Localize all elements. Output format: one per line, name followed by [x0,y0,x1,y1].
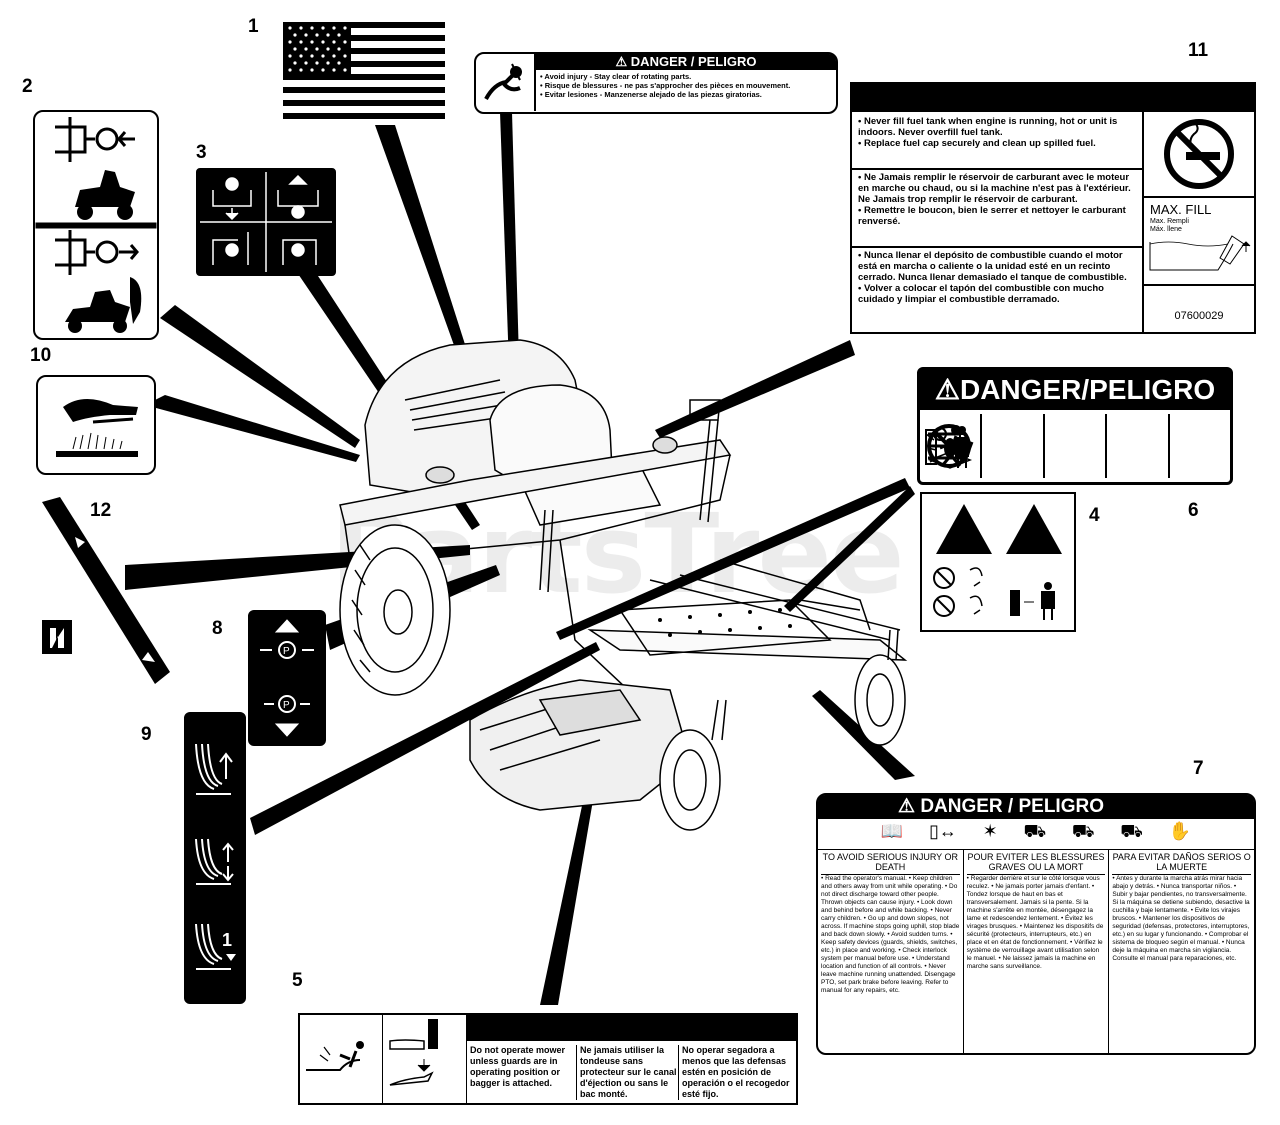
thrown-icon: ✶ [982,821,998,841]
decal-10-hot-surface [36,375,156,475]
leader-rotating [500,112,520,395]
svg-text:P: P [283,646,290,657]
fuel-en-1: • Replace fuel cap securely and clean up… [858,138,1096,149]
decal-6-icon-row [920,414,1230,478]
no-foot-icon [927,414,1230,478]
decal-12-n-symbol [42,620,72,654]
leader-1 [375,125,470,362]
decal-7-head-fr: POUR EVITER LES BLESSURES GRAVES OU LA M… [966,852,1106,875]
callout-6: 6 [1188,500,1199,521]
leader-lines [125,112,915,1005]
decal-7-text-es: • Antes y durante la marcha atrás mirar … [1112,875,1250,962]
mower-drawing [339,339,908,831]
decal-7-head-en: TO AVOID SERIOUS INJURY OR DEATH [821,852,960,875]
mowing-direction-icons [35,117,157,333]
max-fill-label: MAX. FILL [1150,202,1212,217]
leader-2 [160,305,360,448]
decal-rotating-parts: ⚠ DANGER / PELIGRO • Avoid injury - Stay… [474,52,838,114]
decal-flag [283,22,445,122]
leader-11 [655,340,855,438]
leader-6b [784,486,915,612]
rotating-line-fr: • Risque de blessures - ne pas s'approch… [540,81,791,90]
decal-6-title: ⚠DANGER/PELIGRO [920,370,1230,410]
manual-icon: 📖 [880,821,904,841]
callout-8: 8 [212,618,223,639]
callout-4: 4 [1089,505,1100,526]
decal-5-text-es: No operar segadora a menos que las defen… [678,1045,796,1100]
fuel-title-band [852,84,1254,112]
rotating-line-es: • Evitar lesiones - Manzenerse alejado d… [540,90,762,99]
hot-surface-icon [56,398,138,457]
decal-7-danger-text: ⚠ DANGER / PELIGRO 📖 ▯↔ ✶ ⛟ ⛟ ⛟ ✋ TO AVO… [816,793,1256,1055]
callout-9: 9 [141,724,152,745]
callout-2: 2 [22,76,33,97]
decal-6-danger-pictograms: ⚠DANGER/PELIGRO [917,367,1233,485]
mower-icon: ⛟ [1023,821,1047,841]
fuel-fr-0: • Ne Jamais remplir le réservoir de carb… [858,172,1131,205]
keep-distance-icon [925,414,1108,478]
decal-7-columns: TO AVOID SERIOUS INJURY OR DEATH • Read … [818,849,1255,1053]
callout-5: 5 [292,970,303,991]
decal-12-lever-strip [30,492,175,692]
decal-8-park-brake: P P [248,610,326,746]
decal-5-band [466,1015,796,1041]
decal-4-rotating-blade [920,492,1076,632]
slope-icon: ⛟ [1071,821,1095,841]
callout-11: 11 [1188,40,1209,61]
fuel-fill-level-icon [1148,234,1252,274]
hand-blade-icon: ✋ [1168,821,1192,841]
decal-11-fuel-warning: • Never fill fuel tank when engine is ru… [850,82,1256,334]
leader-6a [556,478,910,640]
callout-7: 7 [1193,758,1204,779]
decal-7-col-en: TO AVOID SERIOUS INJURY OR DEATH • Read … [818,849,964,1053]
decal-2-mowing-direction [33,110,159,340]
decal-5-text-fr: Ne jamais utiliser la tondeuse sans prot… [576,1045,678,1100]
callout-1: 1 [248,16,259,37]
fuel-fr-1: • Remettre le boucon, bien le serrer et … [858,205,1126,227]
leader-10 [145,395,360,462]
callout-10: 10 [30,345,52,366]
no-smoking-icon [1144,112,1254,198]
discharge-objects-icon [300,1015,383,1103]
svg-text:1: 1 [222,930,232,950]
decal-5-text-en: Do not operate mower unless guards are i… [470,1045,566,1088]
decal-5-guard-warning: Do not operate mower unless guards are i… [298,1013,798,1105]
fuel-part-number: 07600029 [1174,310,1224,322]
rotating-hand-icon [476,54,536,111]
svg-text:P: P [283,700,290,711]
fuel-es-1: • Volver a colocar el tapón del combusti… [858,283,1104,305]
fuel-es-block: • Nunca llenar el depósito de combustibl… [858,250,1138,305]
decal-9-deck-height: 1 [184,712,246,1004]
decal-7-title: ⚠ DANGER / PELIGRO [818,795,1254,819]
guard-positions-icon [384,1015,467,1103]
decal-7-head-es: PARA EVITAR DAÑOS SERIOS O LA MUERTE [1112,852,1252,875]
callout-12: 12 [90,500,112,521]
decal-7-text-fr: • Regarder derrière et sur le côté lorsq… [966,875,1104,970]
fuel-fr-block: • Ne Jamais remplir le réservoir de carb… [858,172,1138,227]
decal-7-col-es: PARA EVITAR DAÑOS SERIOS O LA MUERTE • A… [1109,849,1255,1053]
callout-3: 3 [196,142,207,163]
rotating-line-en: • Avoid injury - Stay clear of rotating … [540,72,692,81]
decal-7-icon-row: 📖 ▯↔ ✶ ⛟ ⛟ ⛟ ✋ [868,821,1204,847]
decal-7-text-en: • Read the operator's manual. • Keep chi… [821,875,960,994]
blade-warning-icons [933,504,1062,620]
fuel-en-block: • Never fill fuel tank when engine is ru… [858,116,1138,149]
thrown-objects-icon [925,414,1045,478]
distance-icon: ▯↔ [929,821,957,841]
fuel-es-0: • Nunca llenar el depósito de combustibl… [858,250,1127,283]
remove-key-icon [927,414,1170,478]
fuel-en-0: • Never fill fuel tank when engine is ru… [858,116,1118,138]
decal-7-col-fr: POUR EVITER LES BLESSURES GRAVES OU LA M… [963,849,1110,1053]
decal-3-lever-positions [196,168,336,276]
children-icon: ⛟ [1120,821,1143,841]
leader-9 [250,642,600,835]
max-fill-sub: Max. Rempli Máx. llene [1150,218,1189,233]
rotating-title: ⚠ DANGER / PELIGRO [536,54,836,70]
